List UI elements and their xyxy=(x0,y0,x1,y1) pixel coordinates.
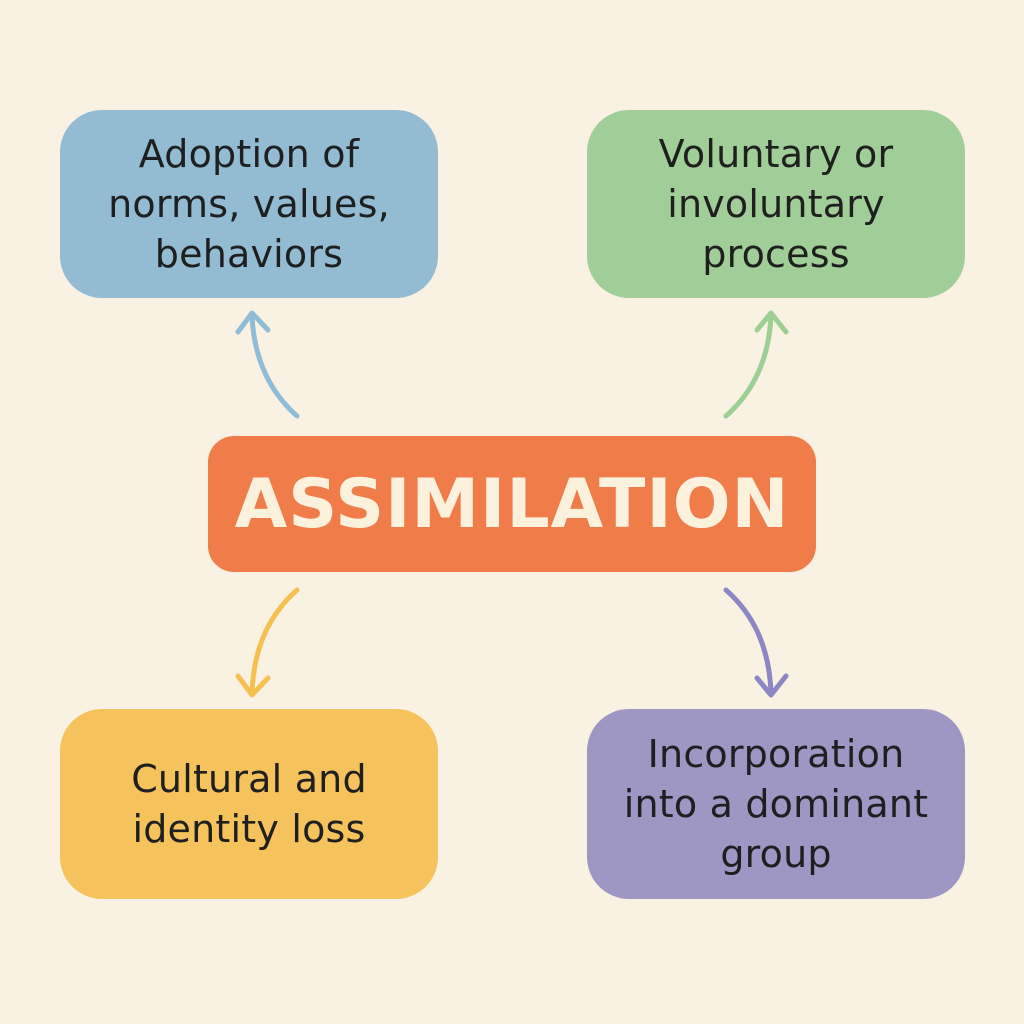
center-node: ASSIMILATION xyxy=(208,436,816,572)
node-bottom-right: Incorporation into a dominant group xyxy=(587,709,965,899)
node-top-right: Voluntary or involuntary process xyxy=(587,110,965,298)
node-line: into a dominant xyxy=(623,782,929,826)
node-line: Incorporation xyxy=(647,732,905,776)
arrow-to-top-right xyxy=(723,310,789,419)
node-line: Voluntary or xyxy=(658,132,894,176)
node-line: identity loss xyxy=(132,807,366,851)
node-line: Cultural and xyxy=(131,757,367,801)
node-line: Adoption of xyxy=(138,132,360,176)
node-line: involuntary xyxy=(667,182,885,226)
center-title: ASSIMILATION xyxy=(234,464,790,544)
node-line: group xyxy=(720,832,832,876)
arrow-to-top-left xyxy=(235,310,300,419)
node-bottom-left: Cultural and identity loss xyxy=(60,709,438,899)
arrow-to-bottom-left xyxy=(235,587,300,698)
node-line: norms, values, xyxy=(108,182,390,226)
node-line: behaviors xyxy=(154,232,344,276)
arrow-to-bottom-right xyxy=(723,587,789,698)
node-line: process xyxy=(702,232,850,276)
node-top-left: Adoption of norms, values, behaviors xyxy=(60,110,438,298)
